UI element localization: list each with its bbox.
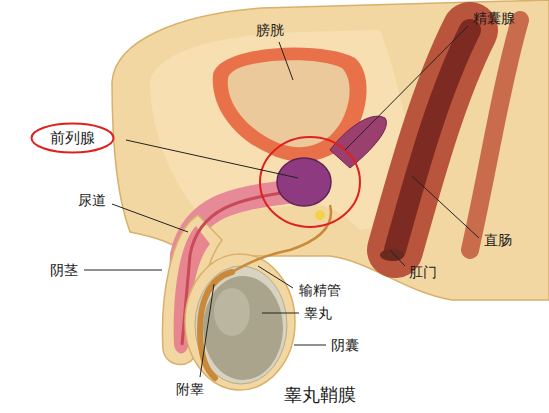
part-label: 肛门 — [409, 264, 437, 281]
leader-line — [345, 26, 468, 150]
testis-shine — [214, 288, 250, 336]
label-ellipse: 前列腺 — [30, 122, 115, 154]
prostate — [277, 158, 331, 206]
vas-deferens — [232, 205, 331, 272]
leader-line — [390, 250, 405, 266]
anus — [380, 249, 404, 261]
bladder-inner — [228, 60, 350, 147]
leader-line — [126, 140, 298, 178]
testis — [203, 276, 283, 380]
part-label: 附睾 — [176, 381, 204, 398]
seminal-vesicle — [330, 116, 386, 168]
part-label: 前列腺 — [30, 122, 115, 147]
part-label: 睾丸鞘膜 — [284, 384, 356, 406]
part-label: 膀胱 — [256, 22, 284, 39]
leader-line — [279, 42, 293, 80]
part-label: 精囊腺 — [473, 10, 515, 27]
leader-line — [258, 266, 293, 288]
part-label: 直肠 — [484, 232, 512, 249]
leader-line — [412, 176, 479, 238]
gland-dot — [315, 210, 325, 220]
part-label: 睾丸 — [304, 305, 332, 322]
leader-line — [84, 270, 162, 271]
leader-line — [294, 345, 326, 346]
rectum-inner — [395, 30, 470, 250]
leader-line — [262, 313, 299, 314]
epididymis — [200, 272, 232, 378]
leader-line — [112, 204, 188, 232]
highlight-circle — [260, 137, 360, 227]
rectum-wall-far — [470, 20, 520, 250]
tunica — [195, 266, 287, 384]
part-label: 阴囊 — [331, 337, 359, 354]
part-label: 尿道 — [78, 192, 106, 209]
part-label: 阴茎 — [50, 262, 78, 279]
leader-line — [200, 284, 214, 377]
leader-lines — [84, 26, 479, 377]
scrotum — [185, 254, 295, 390]
rectum-outer — [395, 30, 470, 250]
part-label: 输精管 — [299, 282, 341, 299]
